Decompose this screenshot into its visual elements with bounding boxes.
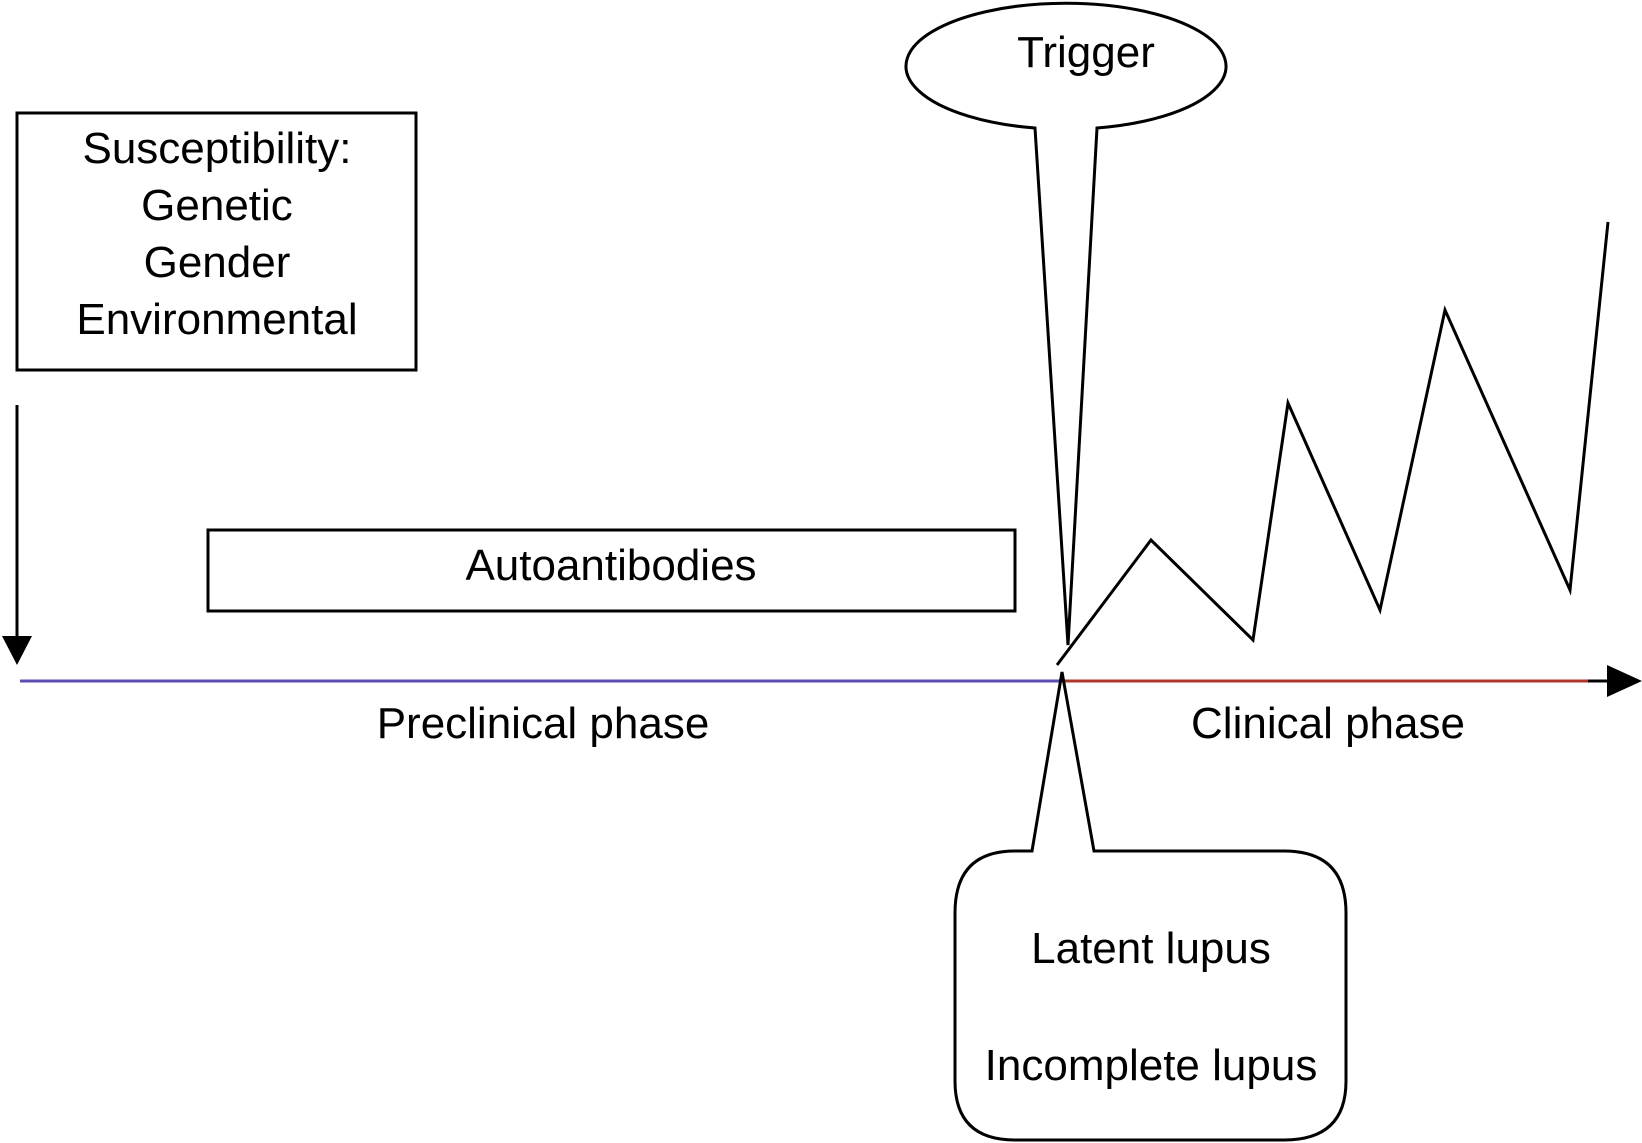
latent-lupus-bubble: [953, 671, 1348, 1142]
susceptibility-item-genetic: Genetic: [141, 181, 293, 230]
disease-activity-flares: [1055, 221, 1610, 666]
autoantibodies-box-frame: [206, 528, 1017, 613]
susceptibility-box-frame: [15, 111, 418, 372]
susceptibility-down-arrow: [2, 405, 32, 665]
latent-lupus-callout: Latent lupus Incomplete lupus: [953, 671, 1348, 1142]
timeline-arrowhead: [1607, 665, 1642, 697]
incomplete-lupus-label: Incomplete lupus: [985, 1041, 1318, 1090]
susceptibility-box: Susceptibility: Genetic Gender Environme…: [15, 111, 418, 372]
clinical-phase-label: Clinical phase: [1191, 699, 1465, 748]
timeline-axis: [20, 665, 1642, 697]
susceptibility-title: Susceptibility:: [82, 124, 351, 173]
trigger-bubble: [904, 1, 1228, 646]
trigger-callout: Trigger: [904, 1, 1228, 646]
susceptibility-item-environmental: Environmental: [76, 295, 357, 344]
autoantibodies-box: Autoantibodies: [206, 528, 1017, 613]
autoantibodies-label: Autoantibodies: [465, 541, 756, 590]
latent-lupus-label: Latent lupus: [1031, 924, 1271, 973]
trigger-label: Trigger: [1017, 28, 1155, 77]
preclinical-phase-label: Preclinical phase: [377, 699, 710, 748]
susceptibility-item-gender: Gender: [144, 238, 291, 287]
